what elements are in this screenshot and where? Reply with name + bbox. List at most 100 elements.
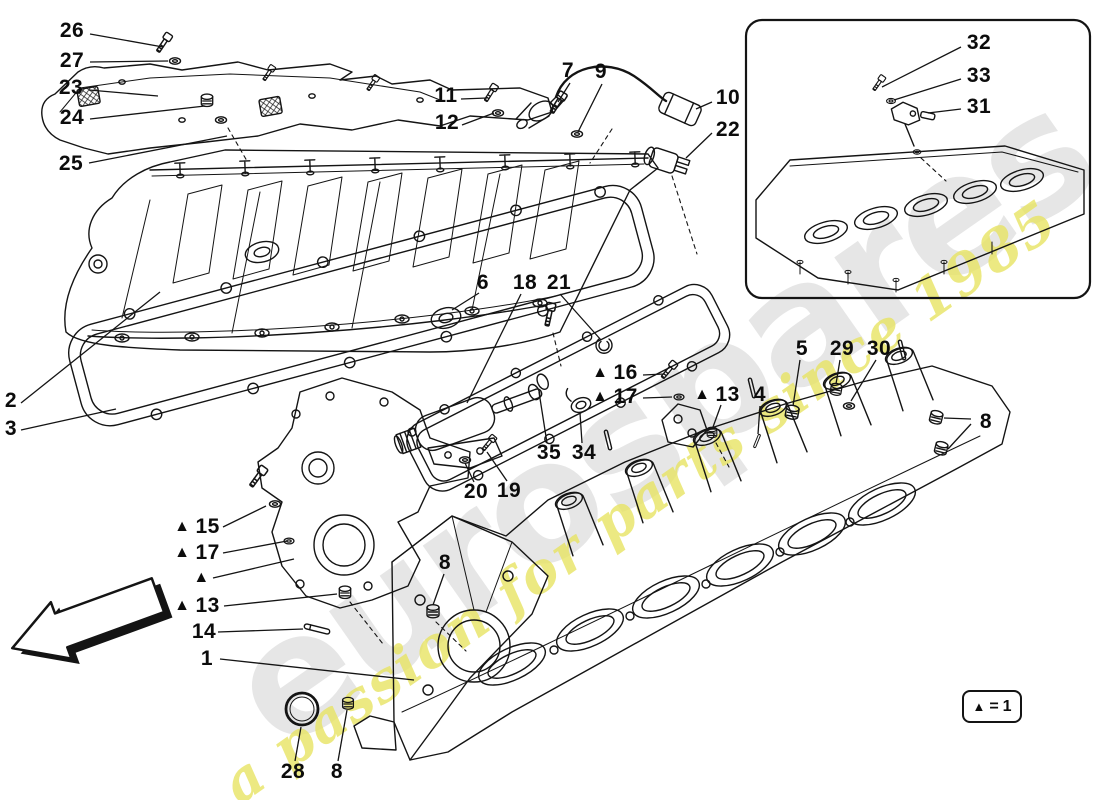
cam-cover-gasket-drawing <box>68 184 655 427</box>
leader-line-13 <box>223 593 338 607</box>
callout-number: 29 <box>829 337 855 360</box>
callout-number: 13 <box>195 594 220 617</box>
triangle-marker: ▲ <box>174 597 191 614</box>
leader-line-24 <box>89 105 206 120</box>
callout-number: 10 <box>715 86 741 109</box>
triangle-marker: ▲ <box>174 544 191 561</box>
callout-number: 6 <box>476 271 490 294</box>
triangle-marker: ▲ <box>592 388 609 405</box>
callout-triangle: ▲ <box>193 566 214 590</box>
callout-number: 5 <box>795 337 809 360</box>
callout-number: 14 <box>191 620 217 643</box>
variator-solenoid-drawing <box>393 301 613 469</box>
callout-number: 8 <box>330 760 344 783</box>
callout-28: 28 <box>281 760 305 784</box>
callout-13: ▲13 <box>174 594 220 618</box>
inset-border <box>744 18 1092 300</box>
camshaft-sensor-drawing <box>482 65 702 164</box>
support-bracket-drawing <box>246 377 471 645</box>
callout-17: ▲17 <box>592 385 638 409</box>
cylinder-head-drawing <box>284 339 1011 761</box>
leader-line-22 <box>685 132 713 159</box>
leader-line-15 <box>222 505 267 528</box>
callout-number: 8 <box>438 551 452 574</box>
callout-20: 20 <box>464 480 488 504</box>
leader-line-1 <box>219 658 415 681</box>
callout-15: ▲15 <box>174 515 220 539</box>
callout-number: 13 <box>715 383 740 406</box>
legend-value: 1 <box>1002 697 1012 715</box>
callout-5: 5 <box>796 337 808 361</box>
callout-number: 11 <box>434 84 458 107</box>
leader-line-7 <box>557 82 571 103</box>
callout-29: 29 <box>830 337 854 361</box>
leader-line-6 <box>451 292 480 311</box>
grommet-6 <box>430 306 462 330</box>
direction-arrow <box>11 577 173 665</box>
leader-line-32 <box>881 46 962 88</box>
callout-number: 16 <box>613 361 638 384</box>
callout-32: 32 <box>967 31 991 55</box>
callout-10: 10 <box>716 86 740 110</box>
callout-number: 2 <box>4 389 18 412</box>
callout-number: 3 <box>4 417 18 440</box>
leader-line-8 <box>432 573 445 606</box>
leader-line-triangle <box>212 558 295 579</box>
callout-number: 17 <box>613 385 638 408</box>
callout-number: 25 <box>58 152 84 175</box>
leader-lines <box>20 33 972 762</box>
callout-22: 22 <box>716 118 740 142</box>
leader-line-27 <box>89 60 169 63</box>
callout-8: 8 <box>439 551 451 575</box>
callout-8: 8 <box>331 760 343 784</box>
callout-number: 24 <box>59 106 85 129</box>
callout-number: 34 <box>571 441 597 464</box>
callout-number: 33 <box>966 64 992 87</box>
callout-24: 24 <box>60 106 84 130</box>
callout-21: 21 <box>547 271 571 295</box>
leader-line-8 <box>947 423 972 450</box>
callout-number: 8 <box>979 410 993 433</box>
triangle-marker: ▲ <box>193 569 210 586</box>
callout-number: 19 <box>496 479 522 502</box>
callout-16: ▲16 <box>592 361 638 385</box>
callout-8: 8 <box>980 410 992 434</box>
callout-27: 27 <box>60 49 84 73</box>
callout-number: 22 <box>715 118 741 141</box>
callout-number: 7 <box>561 59 575 82</box>
triangle-marker: ▲ <box>694 386 711 403</box>
leader-line-9 <box>577 83 603 133</box>
leader-line-17 <box>222 540 288 554</box>
leader-line-11 <box>460 97 488 100</box>
callout-11: 11 <box>434 84 457 108</box>
leader-line-14 <box>217 628 304 633</box>
leader-line-28 <box>294 726 302 762</box>
leader-line-12 <box>461 112 495 126</box>
leader-line-8 <box>943 417 972 420</box>
leader-line-3 <box>20 408 117 431</box>
callout-number: 15 <box>195 515 220 538</box>
callout-23: 23 <box>59 76 83 100</box>
legend-box: ▲ = 1 <box>962 690 1022 723</box>
callout-number: 32 <box>966 31 992 54</box>
leader-line-8 <box>337 709 348 762</box>
o-ring-28 <box>284 691 320 727</box>
callout-18: 18 <box>513 271 537 295</box>
triangle-marker: ▲ <box>174 518 191 535</box>
callout-number: 28 <box>280 760 306 783</box>
inset-sensor-drawing <box>870 73 947 182</box>
cam-cover-drawing <box>64 149 659 353</box>
callout-number: 26 <box>59 19 85 42</box>
callout-6: 6 <box>477 271 489 295</box>
leader-line-17 <box>642 396 673 399</box>
callout-7: 7 <box>562 59 574 83</box>
callout-30: 30 <box>867 337 891 361</box>
leader-line-20 <box>464 462 475 483</box>
inset-panel <box>744 18 1092 300</box>
callout-19: 19 <box>497 479 521 503</box>
leader-line-19 <box>486 451 508 482</box>
leader-line-23 <box>88 89 159 97</box>
callout-9: 9 <box>595 60 607 84</box>
